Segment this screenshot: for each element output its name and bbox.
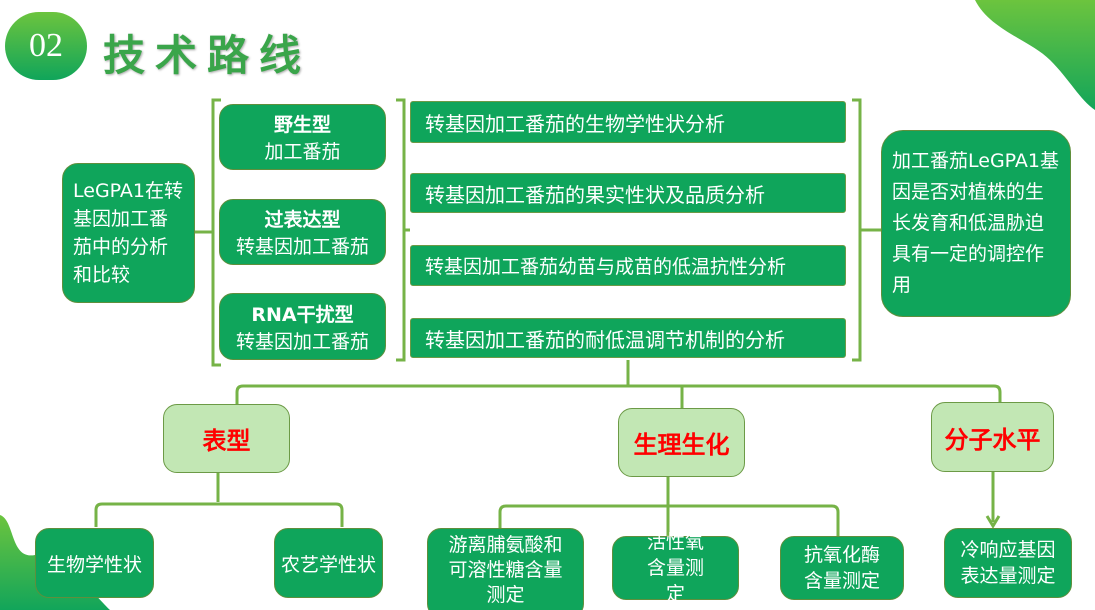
analysis-3: 转基因加工番茄幼苗与成苗的低温抗性分析 bbox=[410, 245, 846, 286]
type-box-wild: 野生型加工番茄 bbox=[219, 104, 386, 170]
bracket-left bbox=[195, 98, 221, 367]
bracket-right bbox=[852, 98, 881, 362]
measure-ros: 活性氧含量测定 bbox=[612, 531, 739, 605]
tree-phenotype bbox=[94, 473, 344, 527]
conclusion-box: 加工番茄LeGPA1基因是否对植株的生长发育和低温胁迫具有一定的调控作用 bbox=[881, 130, 1071, 317]
category-physiology: 生理生化 bbox=[618, 408, 745, 477]
type-box-rnai: RNA干扰型转基因加工番茄 bbox=[219, 293, 386, 360]
analysis-2: 转基因加工番茄的果实性状及品质分析 bbox=[410, 173, 846, 213]
analysis-4: 转基因加工番茄的耐低温调节机制的分析 bbox=[410, 318, 846, 358]
analysis-1: 转基因加工番茄的生物学性状分析 bbox=[410, 101, 846, 143]
tree-top bbox=[235, 360, 1002, 404]
bracket-mid bbox=[396, 98, 410, 362]
category-molecular: 分子水平 bbox=[931, 402, 1054, 472]
measure-cold-genes: 冷响应基因表达量测定 bbox=[944, 528, 1072, 598]
category-phenotype: 表型 bbox=[163, 404, 290, 473]
measure-biological: 生物学性状 bbox=[35, 528, 154, 598]
decor-blob-top-right bbox=[975, 0, 1095, 110]
measure-agronomic: 农艺学性状 bbox=[274, 528, 383, 598]
measure-proline-sugar: 游离脯氨酸和可溶性糖含量测定 bbox=[427, 528, 584, 610]
tree-physio bbox=[498, 477, 840, 536]
source-box: LeGPA1在转基因加工番茄中的分析和比较 bbox=[62, 163, 195, 303]
type-box-overexpression: 过表达型转基因加工番茄 bbox=[219, 199, 386, 265]
measure-antioxidant: 抗氧化酶含量测定 bbox=[780, 536, 904, 600]
section-badge: 02 bbox=[5, 12, 87, 80]
page-title: 技术路线 bbox=[103, 31, 312, 80]
